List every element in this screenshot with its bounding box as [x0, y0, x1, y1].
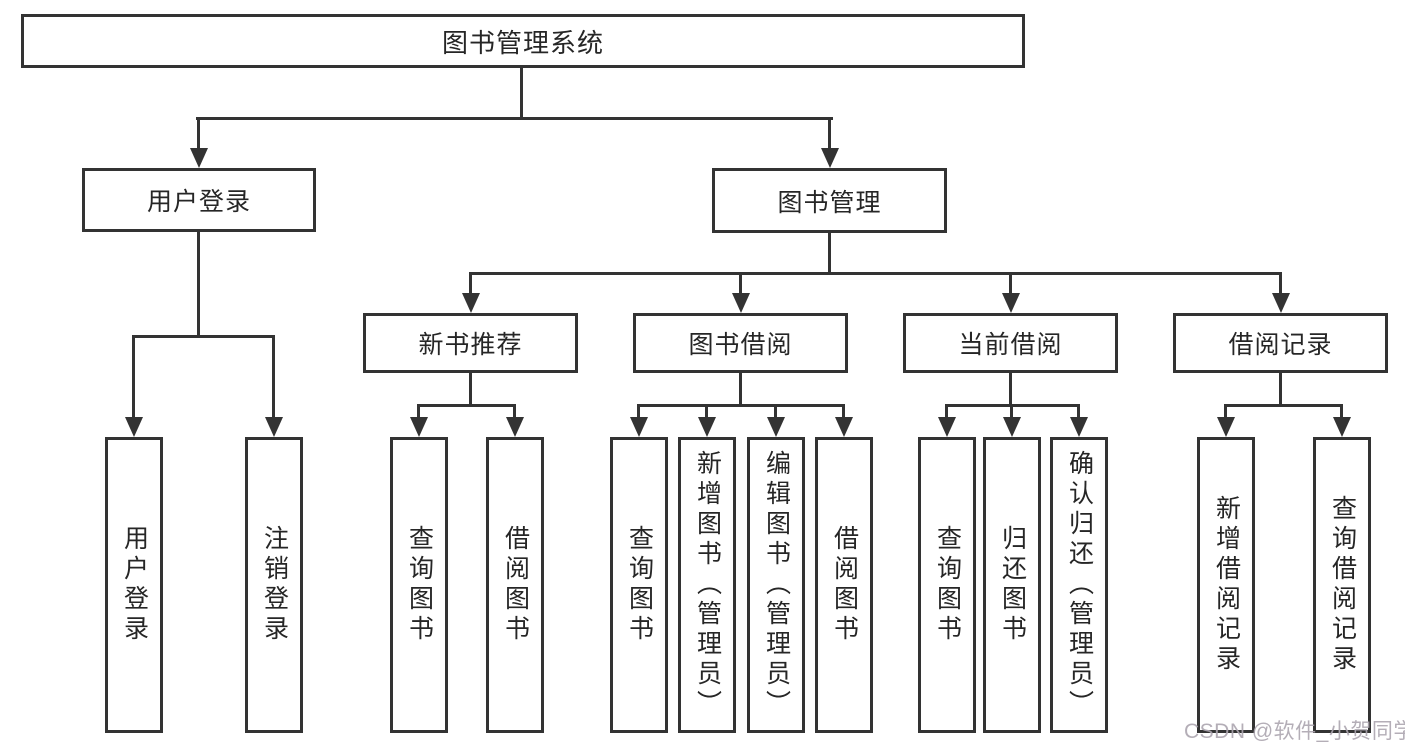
leaf-query-books-current: 查询图书	[918, 437, 976, 733]
leaf-confirm-return-admin: 确认归还（管理员）	[1050, 437, 1108, 733]
connector-line-horizontal	[417, 403, 516, 407]
leaf-add-book-admin-label: 新增图书（管理员）	[693, 450, 722, 720]
leaf-add-book-admin: 新增图书（管理员）	[678, 437, 736, 733]
leaf-edit-book-admin: 编辑图书（管理员）	[747, 437, 805, 733]
node-book-borrowing: 图书借阅	[633, 313, 848, 373]
connector-arrowhead	[629, 417, 648, 437]
connector-arrowhead	[1271, 293, 1290, 313]
connector-line-vertical	[739, 373, 742, 407]
connector-arrow-stem	[705, 405, 708, 423]
leaf-logout-label: 注销登录	[260, 525, 289, 645]
connector-arrowhead	[1069, 417, 1088, 437]
leaf-add-borrow-record: 新增借阅记录	[1197, 437, 1255, 733]
connector-arrowhead	[1002, 417, 1021, 437]
leaf-borrow-books-recommend: 借阅图书	[486, 437, 544, 733]
connector-line-horizontal	[637, 403, 845, 407]
connector-arrowhead	[461, 293, 480, 313]
connector-arrow-stem	[197, 118, 200, 154]
connector-arrow-stem	[1010, 405, 1013, 423]
leaf-return-book: 归还图书	[983, 437, 1041, 733]
connector-line-vertical	[469, 373, 472, 407]
leaf-borrow-books-recommend-label: 借阅图书	[501, 525, 530, 645]
connector-line-vertical	[197, 232, 200, 338]
connector-arrow-stem	[469, 273, 472, 299]
leaf-query-books-recommend-label: 查询图书	[405, 525, 434, 645]
connector-arrow-stem	[774, 405, 777, 423]
node-new-book-recommend: 新书推荐	[363, 313, 578, 373]
leaf-user-login-label: 用户登录	[120, 525, 149, 645]
node-user-login: 用户登录	[82, 168, 316, 232]
connector-arrowhead	[697, 417, 716, 437]
connector-arrowhead	[264, 417, 283, 437]
connector-arrow-stem	[637, 405, 640, 423]
leaf-query-books-borrowing: 查询图书	[610, 437, 668, 733]
leaf-query-borrow-record: 查询借阅记录	[1313, 437, 1371, 733]
leaf-borrow-books-borrowing: 借阅图书	[815, 437, 873, 733]
connector-arrowhead	[937, 417, 956, 437]
connector-arrow-stem	[132, 336, 135, 423]
connector-arrow-stem	[842, 405, 845, 423]
leaf-borrow-books-borrowing-label: 借阅图书	[830, 525, 859, 645]
node-current-borrowing: 当前借阅	[903, 313, 1118, 373]
leaf-confirm-return-admin-label: 确认归还（管理员）	[1065, 450, 1094, 720]
connector-arrowhead	[820, 148, 839, 168]
connector-arrow-stem	[1077, 405, 1080, 423]
connector-arrow-stem	[417, 405, 420, 423]
connector-line-vertical	[1009, 373, 1012, 407]
connector-line-horizontal	[469, 271, 1282, 275]
watermark: CSDN @软件_小贺同学	[1184, 720, 1405, 743]
connector-arrow-stem	[272, 336, 275, 423]
leaf-logout: 注销登录	[245, 437, 303, 733]
connector-arrowhead	[505, 417, 524, 437]
connector-arrowhead	[731, 293, 750, 313]
node-borrowing-records: 借阅记录	[1173, 313, 1388, 373]
connector-arrowhead	[189, 148, 208, 168]
connector-arrow-stem	[739, 273, 742, 299]
connector-arrow-stem	[1340, 405, 1343, 423]
leaf-user-login: 用户登录	[105, 437, 163, 733]
connector-arrowhead	[766, 417, 785, 437]
connector-arrowhead	[1216, 417, 1235, 437]
node-book-management: 图书管理	[712, 168, 947, 233]
connector-line-horizontal	[195, 116, 833, 120]
connector-line-vertical	[520, 68, 523, 120]
connector-arrow-stem	[1224, 405, 1227, 423]
connector-arrowhead	[1332, 417, 1351, 437]
connector-arrow-stem	[1279, 273, 1282, 299]
connector-arrowhead	[124, 417, 143, 437]
connector-line-horizontal	[1224, 403, 1343, 407]
connector-arrowhead	[1001, 293, 1020, 313]
connector-line-vertical	[828, 233, 831, 275]
connector-line-vertical	[1279, 373, 1282, 407]
leaf-query-books-recommend: 查询图书	[390, 437, 448, 733]
leaf-query-books-borrowing-label: 查询图书	[625, 525, 654, 645]
connector-line-horizontal	[132, 334, 275, 338]
connector-arrow-stem	[1009, 273, 1012, 299]
node-library-management-system: 图书管理系统	[21, 14, 1025, 68]
connector-arrow-stem	[945, 405, 948, 423]
leaf-return-book-label: 归还图书	[998, 525, 1027, 645]
leaf-query-borrow-record-label: 查询借阅记录	[1328, 495, 1357, 675]
connector-arrow-stem	[828, 118, 831, 154]
connector-arrowhead	[834, 417, 853, 437]
leaf-query-books-current-label: 查询图书	[933, 525, 962, 645]
leaf-add-borrow-record-label: 新增借阅记录	[1212, 495, 1241, 675]
connector-arrow-stem	[513, 405, 516, 423]
connector-arrowhead	[409, 417, 428, 437]
leaf-edit-book-admin-label: 编辑图书（管理员）	[762, 450, 791, 720]
